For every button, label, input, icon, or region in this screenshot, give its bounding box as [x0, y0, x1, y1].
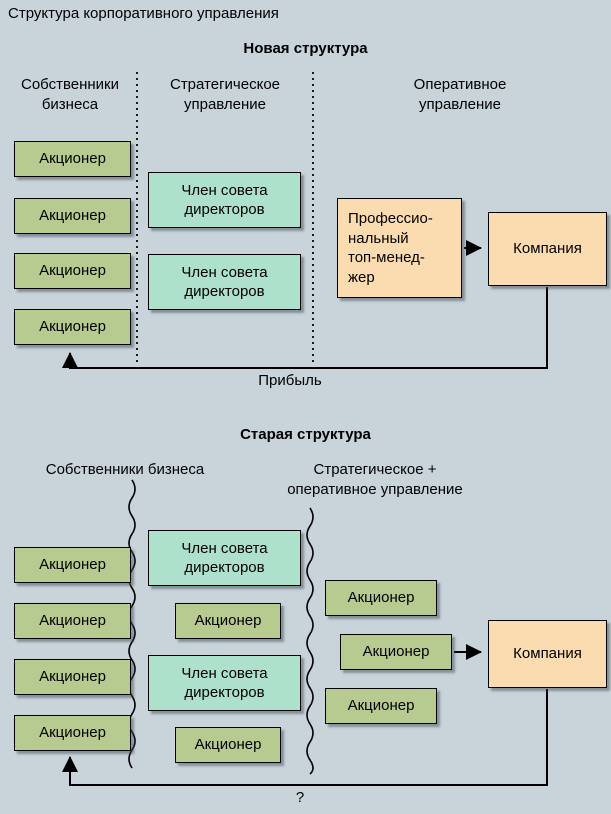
board-member-box-2: Член совета директоров [148, 254, 301, 310]
question-label: ? [295, 789, 305, 806]
shareholder-box-old-middle-1: Акционер [175, 603, 281, 639]
shareholder-box-new-3: Акционер [14, 253, 131, 289]
header-operational-new: Оперативное управление [413, 76, 507, 114]
shareholder-box-old-left-4: Акционер [14, 715, 131, 751]
old-structure-title: Старая структура [240, 426, 371, 443]
shareholder-box-new-4: Акционер [14, 309, 131, 345]
header-owners-old: Собственники бизнеса [45, 461, 205, 478]
board-member-box-old-1: Член совета директоров [148, 530, 301, 586]
shareholder-box-new-2: Акционер [14, 198, 131, 234]
header-owners-new: Собственники бизнеса [21, 76, 119, 114]
shareholder-box-old-middle-2: Акционер [175, 727, 281, 763]
shareholder-box-old-right-3: Акционер [325, 688, 437, 724]
shareholder-box-old-left-3: Акционер [14, 659, 131, 695]
shareholder-box-new-1: Акционер [14, 141, 131, 177]
page-title: Структура корпоративного управления [8, 5, 279, 22]
shareholder-box-old-left-1: Акционер [14, 547, 131, 583]
shareholder-box-old-right-1: Акционер [325, 580, 437, 616]
header-management-old: Стратегическое + оперативное управление [287, 461, 463, 499]
header-strategic-new: Стратегическое управление [169, 76, 281, 114]
company-box-new: Компания [488, 212, 607, 286]
company-box-old: Компания [488, 620, 607, 688]
new-structure-title: Новая структура [243, 40, 368, 57]
profit-label: Прибыль [258, 372, 322, 389]
shareholder-box-old-left-2: Акционер [14, 603, 131, 639]
arrow-question-feedback [62, 689, 548, 786]
shareholder-box-old-right-2: Акционер [340, 634, 452, 670]
board-member-box-1: Член совета директоров [148, 172, 301, 228]
wavy-separator-right [306, 507, 314, 775]
board-member-box-old-2: Член совета директоров [148, 655, 301, 711]
arrow-profit-feedback [62, 287, 548, 369]
top-manager-box: Профессио- нальный топ-менед- жер [337, 198, 462, 298]
